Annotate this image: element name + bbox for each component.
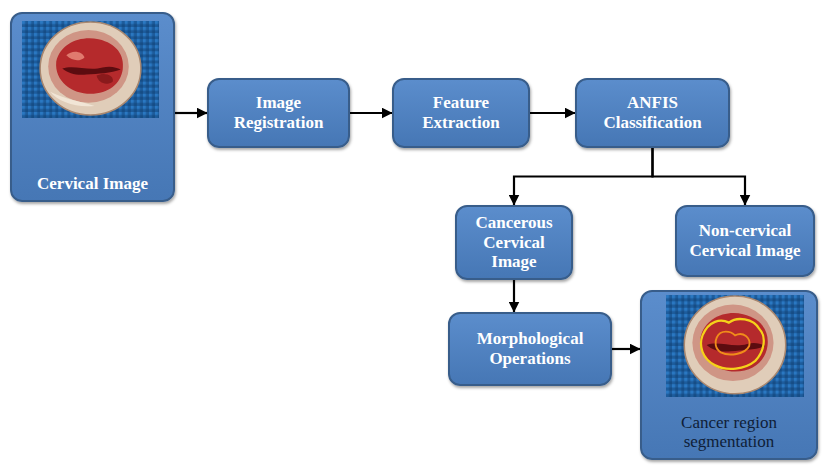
node-label: Cancer region segmentation	[650, 413, 808, 452]
process-box: Cancerous Cervical Image	[455, 205, 573, 280]
flow-arrow	[514, 148, 653, 205]
process-box: Non-cervical Cervical Image	[675, 205, 815, 277]
process-box: Morphological Operations	[448, 312, 612, 386]
image-box: Cervical Image	[10, 12, 175, 202]
process-box: ANFIS Classification	[575, 78, 730, 148]
node-label: Image Registration	[217, 93, 340, 132]
process-box: Feature Extraction	[392, 78, 530, 148]
flow-arrow	[175, 112, 207, 114]
flow-arrow	[350, 112, 392, 114]
segmented-cervix-photo	[666, 295, 804, 397]
node-label: Cancerous Cervical Image	[465, 213, 563, 272]
flow-arrow	[513, 280, 515, 312]
node-label: Cervical Image	[37, 174, 148, 194]
node-label: Non-cervical Cervical Image	[685, 221, 805, 260]
cervix-photo	[22, 21, 159, 118]
flow-arrow	[612, 348, 640, 350]
node-label: Morphological Operations	[458, 329, 602, 368]
image-box: Cancer region segmentation	[640, 290, 818, 460]
flow-arrow	[530, 112, 575, 114]
node-label: Feature Extraction	[402, 93, 520, 132]
node-label: ANFIS Classification	[585, 93, 720, 132]
process-box: Image Registration	[207, 78, 350, 148]
flow-arrow	[653, 148, 746, 205]
